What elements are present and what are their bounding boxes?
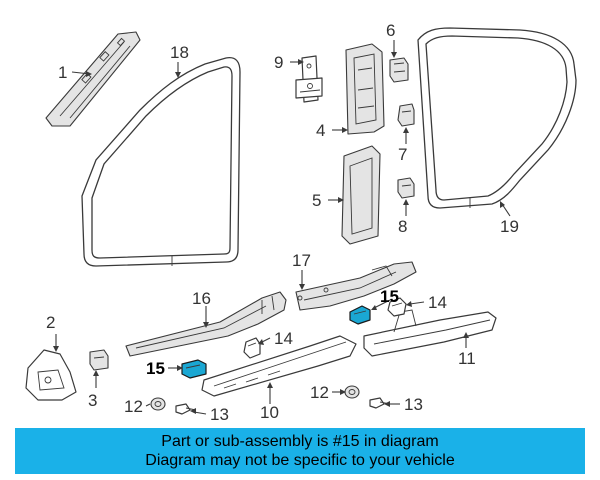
callout-2: 2 [46,313,55,332]
callout-labels: 1 2 3 4 5 6 7 8 9 10 11 12 12 13 13 14 1… [46,21,519,420]
banner-line-1: Part or sub-assembly is #15 in diagram [161,433,439,450]
banner-line-2: Diagram may not be specific to your vehi… [145,452,455,469]
callout-18: 18 [170,43,189,62]
part-12-grommet-right [344,385,360,399]
callout-16: 16 [192,289,211,308]
callout-12-left: 12 [124,397,143,416]
part-12-grommet-left [150,397,166,411]
callout-17: 17 [292,251,311,270]
leader-lines [53,40,511,415]
callout-5: 5 [312,191,321,210]
part-1-a-pillar-trim [45,31,141,127]
part-19-rear-door-seal [417,27,577,209]
part-7-clip [397,103,415,127]
callout-4: 4 [316,121,325,140]
callout-11: 11 [458,349,476,368]
part-14-clip-front [243,337,261,359]
part-16-front-sill-trim [125,291,287,357]
part-4-b-pillar-upper-trim [345,43,385,135]
callout-14-rear: 14 [428,293,447,312]
part-9-bracket [295,55,323,103]
part-3-clip [89,349,109,371]
part-15-highlighted-upper [349,305,371,325]
parts-diagram: 1 2 3 4 5 6 7 8 9 10 11 12 12 13 13 14 1… [25,21,577,420]
callout-10: 10 [260,403,279,420]
callout-15-upper: 15 [380,287,399,306]
callout-3: 3 [88,391,97,410]
part-8-clip [397,177,415,199]
part-14-clip-rear [387,297,407,317]
callout-1: 1 [58,63,67,82]
callout-14-front: 14 [274,329,293,348]
part-2-bracket [25,349,77,401]
part-17-rear-sill-cover [295,261,417,311]
callout-7: 7 [398,145,407,164]
callout-13-left: 13 [210,405,229,420]
part-15-highlighted-lower [181,359,207,379]
info-banner: Part or sub-assembly is #15 in diagram D… [15,428,585,474]
callout-9: 9 [274,53,283,72]
part-11-rear-sill-plate [363,309,497,357]
callout-19: 19 [500,217,519,236]
callout-15-lower: 15 [146,359,165,378]
callout-13-right: 13 [404,395,423,414]
part-6-clip [389,57,409,83]
part-10-front-sill-plate [201,335,357,397]
callout-6: 6 [386,21,395,40]
part-18-front-door-seal [81,56,241,267]
part-13-push-clip-left [175,403,197,415]
callout-12-right: 12 [310,383,329,402]
callout-8: 8 [398,217,407,236]
part-5-b-pillar-lower-trim [341,145,381,245]
